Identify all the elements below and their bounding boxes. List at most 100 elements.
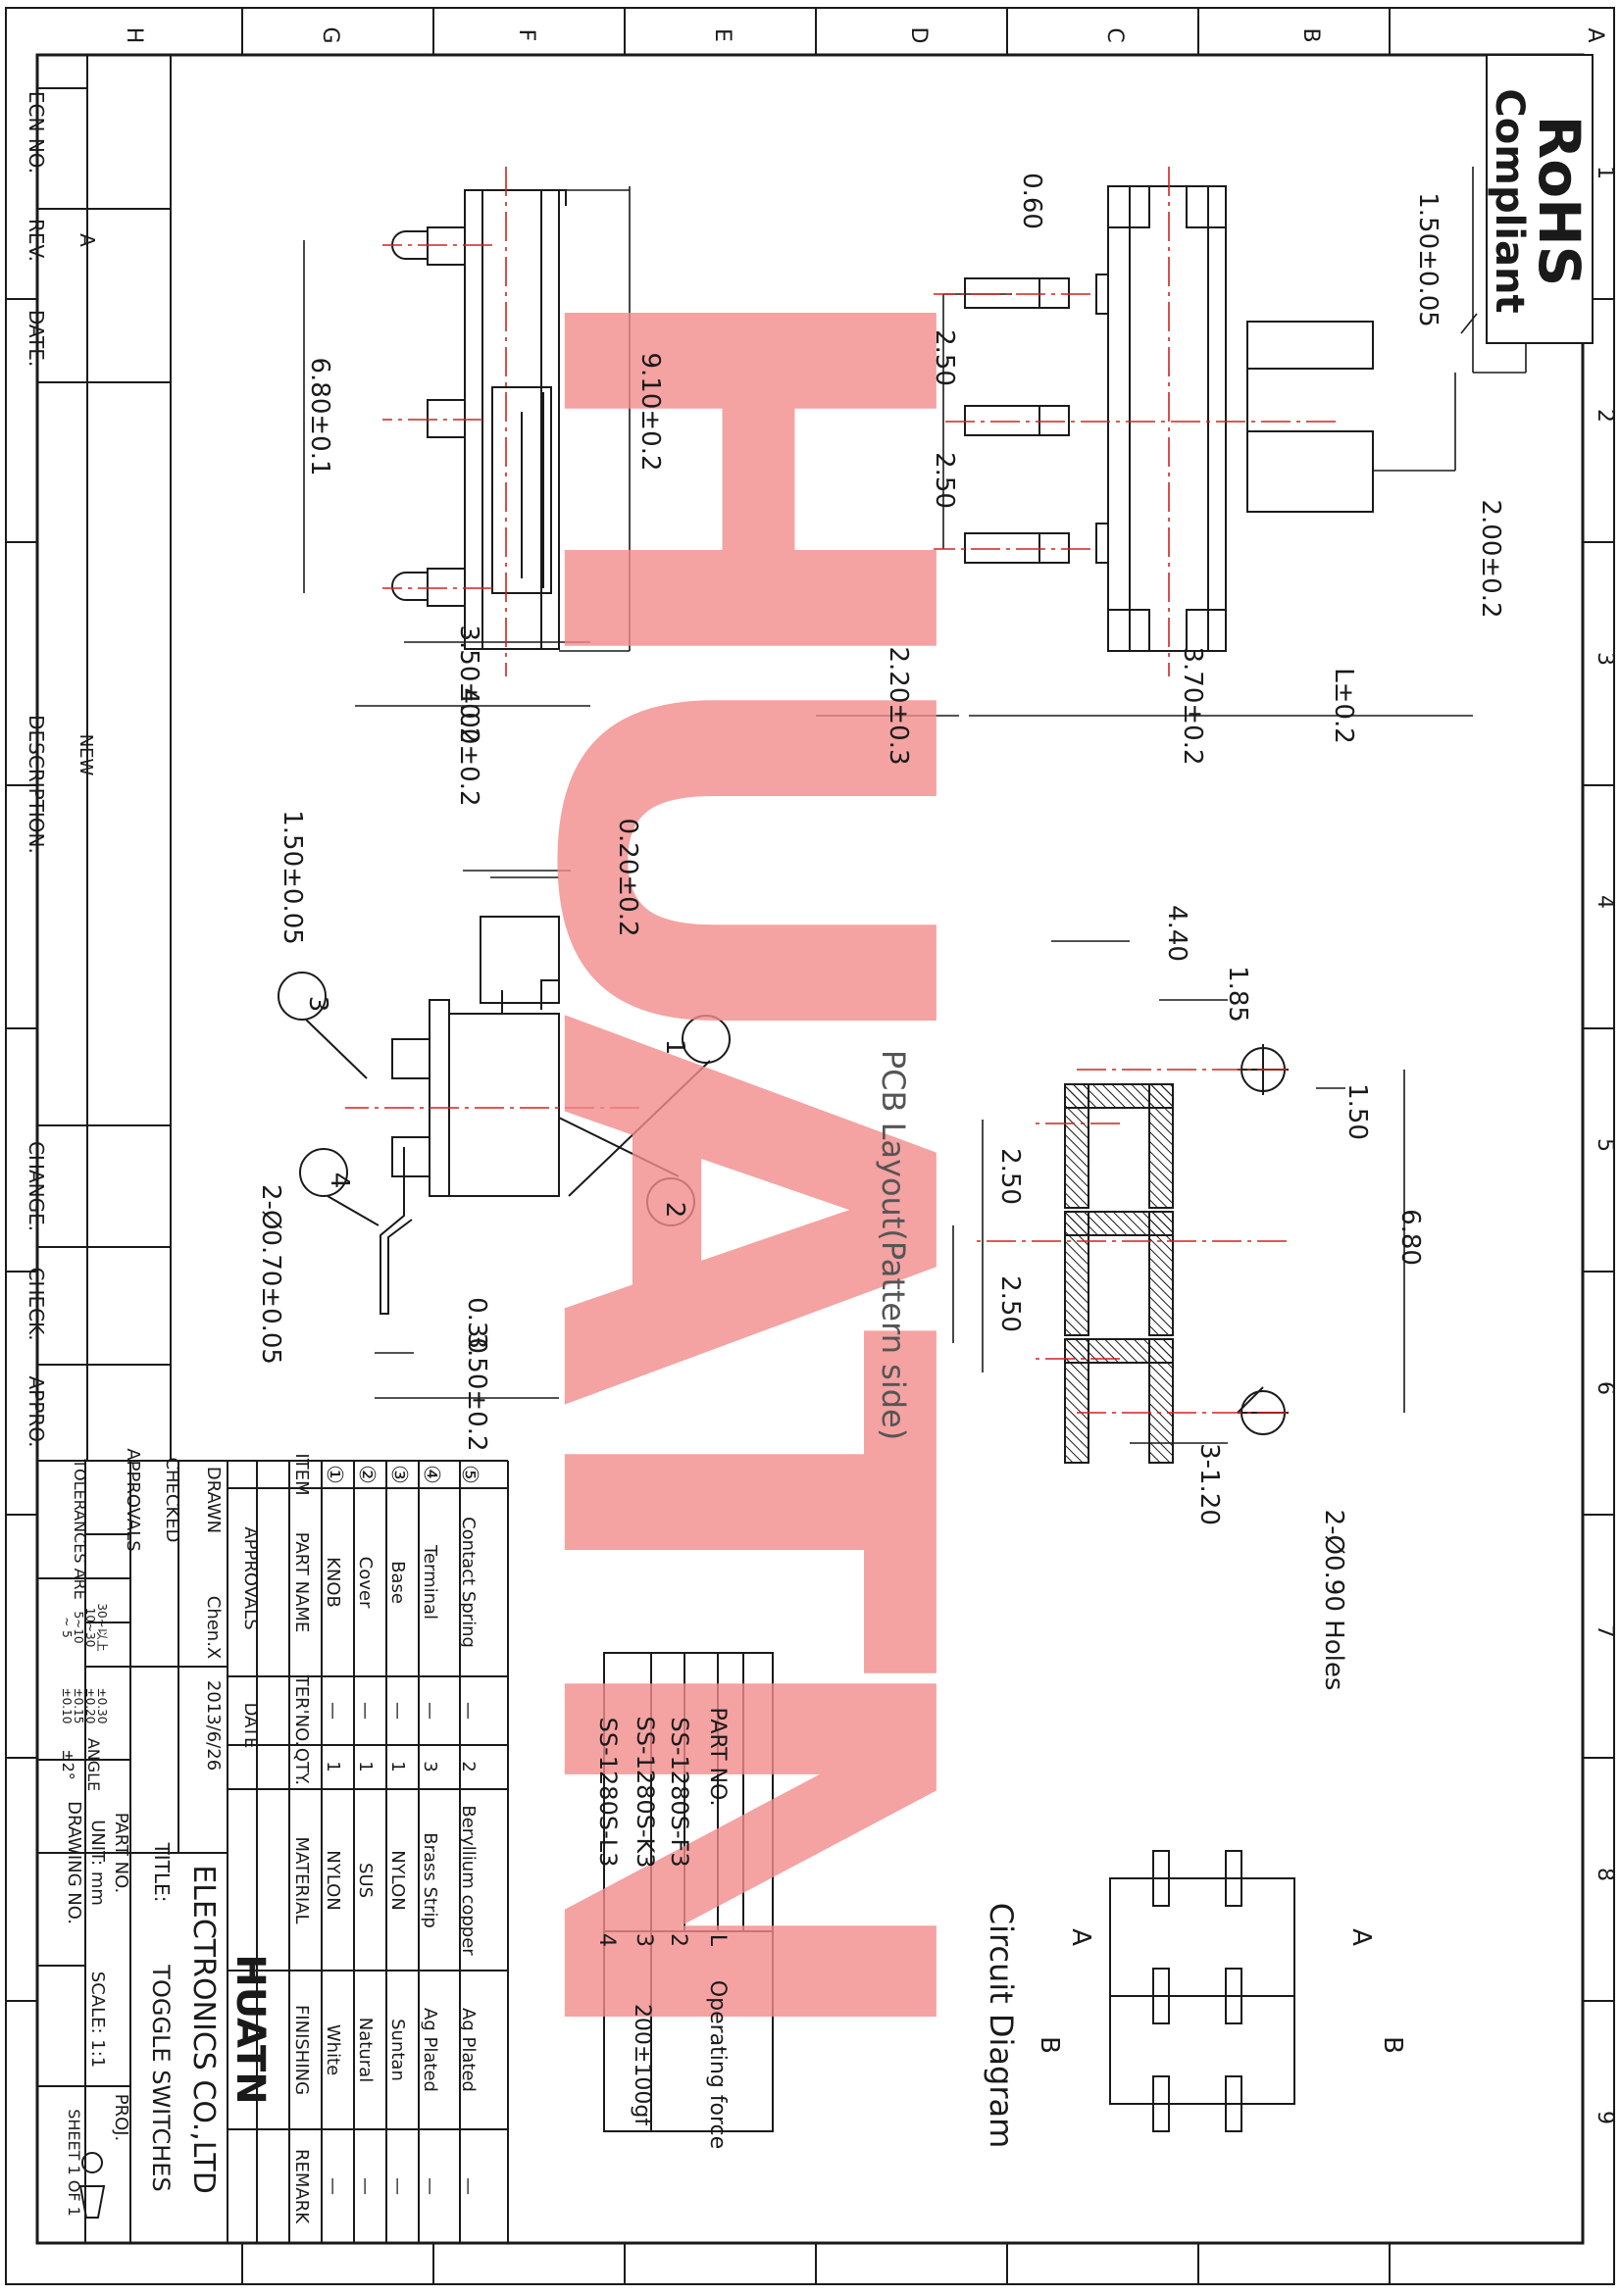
company-full-name: ELECTRONICS CO.,LTD: [186, 1865, 221, 2194]
zone-ticks: [6, 8, 1614, 2284]
dim-side-post-spacing: 6.80±0.1: [305, 357, 334, 475]
circuit-title: Circuit Diagram: [983, 1903, 1020, 2149]
bom-row-4-material: SUS: [355, 1863, 376, 1898]
bom-row-3-qty: 1: [387, 1761, 408, 1772]
rev-block-description-label: DESCRIPTION.: [25, 715, 48, 854]
zone-letter: C: [1102, 27, 1127, 42]
part-table-row-1-l: 2: [666, 1933, 690, 1947]
bom-row-5-qty: 1: [323, 1761, 343, 1772]
bom-row-4-qty: 1: [355, 1761, 376, 1772]
zone-letter: D: [906, 27, 931, 44]
bom-row-4-ter: —: [355, 1702, 376, 1720]
circuit-diagram: [1109, 1850, 1295, 2132]
zone-number: 8: [1593, 1868, 1617, 1881]
zone-number: 4: [1593, 895, 1617, 909]
dim-pcb-pitch-2: 2.50: [995, 1275, 1025, 1332]
company-logo-name: HUATN: [228, 1954, 273, 2104]
callouts: [278, 972, 731, 1226]
dim-pcb-hole-offset: 1.50: [1342, 1083, 1372, 1140]
bom-row-4-name: Cover: [355, 1557, 376, 1609]
circuit-label-a-left: A: [1346, 1928, 1376, 1946]
dim-top-pitch-1: 2.50: [930, 329, 959, 386]
tolerances-label: TOLERANCES ARE: [71, 1458, 89, 1599]
bom-header-item: ITEM: [291, 1453, 312, 1495]
bom-row-5-material: NYLON: [323, 1850, 343, 1910]
title-checked-label: CHECKED: [162, 1457, 182, 1542]
circuit-label-a-right: A: [1066, 1928, 1095, 1946]
dim-top-pitch-2: 2.50: [930, 452, 959, 509]
watermark: HUATN: [444, 266, 1038, 2023]
bom-header-ter-no: TER'NO.: [291, 1674, 312, 1746]
sheet-label: SHEET 1 OF 1: [65, 2109, 83, 2217]
dim-top-body-width: 3.70±0.2: [1178, 646, 1207, 765]
part-table-header-part-no: PART NO.: [705, 1708, 730, 1807]
dim-end-posts: 2-Ø0.70±0.05: [256, 1184, 285, 1365]
bom-row-5-ter: —: [323, 1702, 343, 1720]
top-view-drawing: [964, 185, 1374, 652]
bom-row-3-item: ③: [386, 1465, 411, 1484]
tol-range-4: ~ 5: [60, 1617, 74, 1638]
part-table-header-l: L: [705, 1934, 730, 1947]
bom-row-2-material: Brass Strip: [420, 1832, 440, 1928]
callout-3: 3: [303, 996, 332, 1013]
rev-block-rev-value: A: [76, 233, 99, 247]
bom-row-2-remark: —: [420, 2177, 440, 2195]
tol-range-2: 10~30: [83, 1608, 97, 1648]
part-table-row-2-part: SS-1280S-K3: [632, 1716, 659, 1868]
outer-frame: [5, 7, 1615, 2285]
rohs-title: RoHS: [1526, 116, 1593, 287]
title-drawn-date: 2013/6/26: [203, 1680, 224, 1771]
zone-letter: E: [710, 28, 734, 42]
part-table-row-3-part: SS-1280S-L3: [594, 1718, 622, 1868]
dim-pcb-holes: 2-Ø0.90 Holes: [1319, 1510, 1348, 1691]
proj-label: PROJ.: [111, 2094, 131, 2142]
bom-row-2-finish: Ag Plated: [420, 2008, 440, 2092]
part-number-table: [603, 1652, 774, 2132]
dim-end-terminal-thickness: 0.30: [462, 1297, 491, 1354]
scale-label: SCALE: 1:1: [87, 1972, 108, 2068]
bom-row-3-finish: Suntan: [387, 2019, 408, 2081]
callout-4: 4: [325, 1173, 354, 1189]
inner-frame: [35, 53, 1585, 2245]
dim-top-knob-offset: 2.00±0.2: [1476, 499, 1505, 618]
centerlines: [345, 167, 1336, 1414]
bom-header-remark: REMARK: [291, 2149, 312, 2224]
title-value: TOGGLE SWITCHES: [147, 1964, 175, 2191]
text-layer: RoHS Compliant A B C D E F G H 1 2 3 4 5…: [25, 26, 1617, 2224]
dim-side-height-1: 3.50±0.2: [454, 624, 483, 743]
bom-header-material: MATERIAL: [291, 1837, 312, 1924]
title-approvals-label: APPROVALS: [240, 1526, 261, 1629]
tol-value-2: ±0.20: [83, 1688, 97, 1724]
zone-letter: G: [318, 26, 342, 43]
dim-end-height: 3.50±0.2: [462, 1332, 491, 1451]
bom-row-1-remark: —: [458, 2177, 479, 2195]
bom-row-4-remark: —: [355, 2177, 376, 2195]
part-table-force-value: 200±100gf: [630, 2004, 654, 2126]
bom-row-5-item: ①: [322, 1465, 346, 1484]
rohs-subtitle: Compliant: [1487, 88, 1532, 313]
bom-header-finishing: FINISHING: [291, 2005, 312, 2095]
bom-row-4-item: ②: [354, 1465, 379, 1484]
bom-row-3-ter: —: [387, 1702, 408, 1720]
bom-row-3-material: NYLON: [387, 1850, 408, 1910]
bom-row-1-finish: Ag Plated: [458, 2008, 479, 2092]
bom-row-1-material: Beryllium copper: [458, 1805, 479, 1956]
part-no-label: PART NO.: [111, 1813, 131, 1894]
part-table-row-2-l: 3: [632, 1933, 656, 1947]
bom-row-1-name: Contact Spring: [458, 1517, 479, 1648]
callout-2: 2: [660, 1202, 689, 1219]
rev-block-appro-label: APPRO.: [25, 1376, 48, 1448]
zone-letter: A: [1583, 27, 1607, 42]
rev-block-date-label: DATE.: [25, 310, 48, 367]
bom-row-5-finish: White: [323, 2024, 343, 2075]
bom-row-2-ter: —: [420, 1702, 440, 1720]
pcb-layout-title: PCB Layout(Pattern side): [875, 1050, 912, 1440]
zone-number: 1: [1593, 166, 1617, 179]
bom-row-3-remark: —: [387, 2177, 408, 2195]
unit-label: UNIT: mm: [87, 1820, 108, 1906]
dim-end-gap: 0.20±0.2: [613, 818, 642, 936]
tol-range-3: 5~10: [72, 1612, 85, 1644]
bom-row-4-finish: Natural: [355, 2018, 376, 2082]
